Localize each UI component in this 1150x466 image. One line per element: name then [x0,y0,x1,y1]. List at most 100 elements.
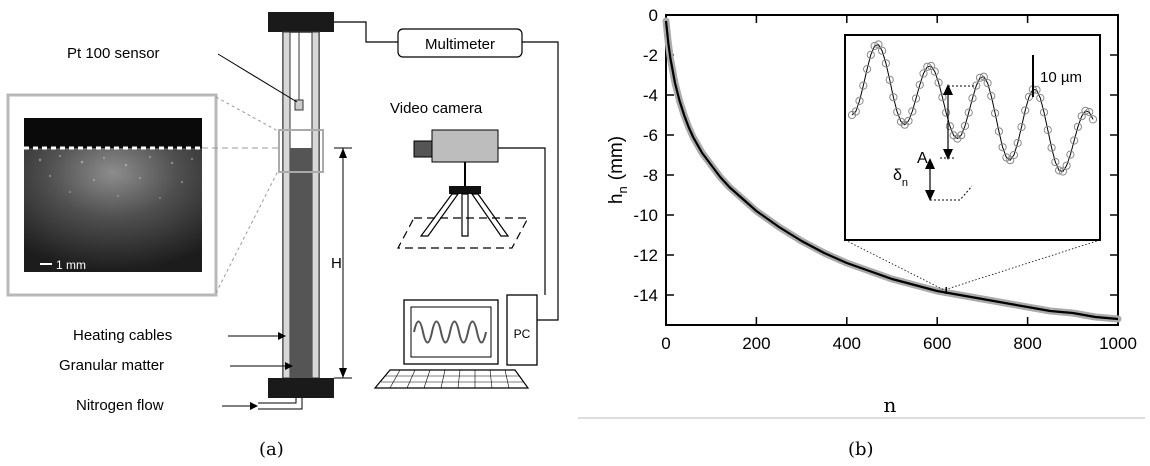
pt100-label: Pt 100 sensor [67,45,160,62]
tripod [419,193,510,237]
inset-point [889,93,898,102]
inset-oscillation [847,40,1098,176]
x-tick-label: 1000 [1099,334,1137,353]
inset-point [983,79,992,88]
video-camera-label: Video camera [390,100,483,117]
inset-point [904,116,913,126]
y-tick-label: -6 [643,126,658,145]
camera-body [431,129,499,163]
inset-point [942,108,951,117]
inset-line [851,43,1094,173]
inset-point [859,81,868,90]
inset-point [885,75,894,84]
zoom-line-bottom [215,170,279,294]
inset-point [1070,136,1079,145]
inset-point [979,72,988,81]
granular-matter-column [290,148,312,378]
wire-camera-pc [498,147,546,295]
inset-point [1009,150,1019,160]
inset-point [987,91,996,101]
inset-point [866,50,875,59]
y-axis-label: hn(mm) [606,136,630,204]
y-ticks: 0-2-4-6-8-10-12-14 [633,6,1118,305]
heating-cables-label: Heating cables [73,327,172,344]
inset-point [1039,108,1049,117]
inset-point [1066,150,1075,159]
pc-tower [506,294,538,366]
inset-point [1077,112,1086,121]
bottom-cap [268,378,334,398]
camera-lens [413,140,435,158]
x-axis-label: n [884,393,897,417]
inset-point [919,69,928,78]
pt100-pointer [217,53,298,103]
inset-point [930,67,939,76]
inset-point [1058,167,1068,176]
inset-point [911,94,921,103]
y-tick-label: -12 [633,246,658,265]
inset-point [960,121,970,131]
inset-point [915,80,924,90]
inset-point [968,94,977,103]
inset-point [938,93,947,102]
x-tick-label: 200 [742,334,770,353]
inset-point [1013,138,1022,148]
inset-point [863,65,872,74]
y-tick-label: -8 [643,166,658,185]
inset-zoom-line-left [844,239,945,291]
zoom-box [278,129,324,173]
heating-cable-left [282,31,291,379]
inset-point [991,109,1000,118]
inset-point [1085,107,1094,117]
inset-point [1021,106,1030,115]
x-tick-label: 400 [833,334,861,353]
x-tick-label: 800 [1013,334,1041,353]
inset-point [878,46,887,55]
inset-point [945,122,955,131]
inset-point [1047,143,1056,152]
nitrogen-inlet-pipe [258,398,297,404]
granular-surface-photo [24,148,202,272]
inset-point [1055,166,1064,175]
inset-point [1036,93,1045,103]
inset-scale-label: 10 µm [1040,69,1082,86]
fit-series-line [664,20,1119,321]
inset-point [923,62,932,71]
inset-point [998,143,1007,152]
height-label: H [331,255,342,272]
y-tick-label: -14 [633,286,658,305]
svg-text:hn(mm): hn(mm) [606,136,630,204]
inset-zoom-line-right [943,239,1101,291]
inset-point [975,73,985,82]
keyboard-keys [381,369,524,389]
inset-point [1073,122,1083,131]
inset-point [994,127,1004,136]
inset-point [1062,161,1071,170]
inset-point [964,108,973,117]
heating-cable-right [311,31,320,379]
inset-point [908,107,917,116]
panel-a: 1 mm Pt 100 sensor Multimeter Video came… [6,12,559,460]
photo-speckles [38,155,193,199]
delta-label: δn [893,167,908,189]
y-tick-label: -4 [643,86,658,105]
top-cap [268,12,334,32]
inset-point [1088,115,1098,124]
keyboard [373,369,530,389]
multimeter-box [397,28,523,58]
inset-point [927,61,936,71]
inset-point [893,107,902,117]
multimeter-label: Multimeter [425,36,495,53]
inset-point [881,59,891,68]
granular-matter-label: Granular matter [59,357,164,374]
scale-bar-label: 1 mm [56,258,86,272]
tripod-floor [397,217,529,249]
wire-multimeter-pc [522,41,559,321]
pc-label: PC [514,327,531,341]
nitrogen-flow-label: Nitrogen flow [76,397,164,414]
caption-b: (b) [848,439,874,460]
inset-point [1017,122,1026,132]
